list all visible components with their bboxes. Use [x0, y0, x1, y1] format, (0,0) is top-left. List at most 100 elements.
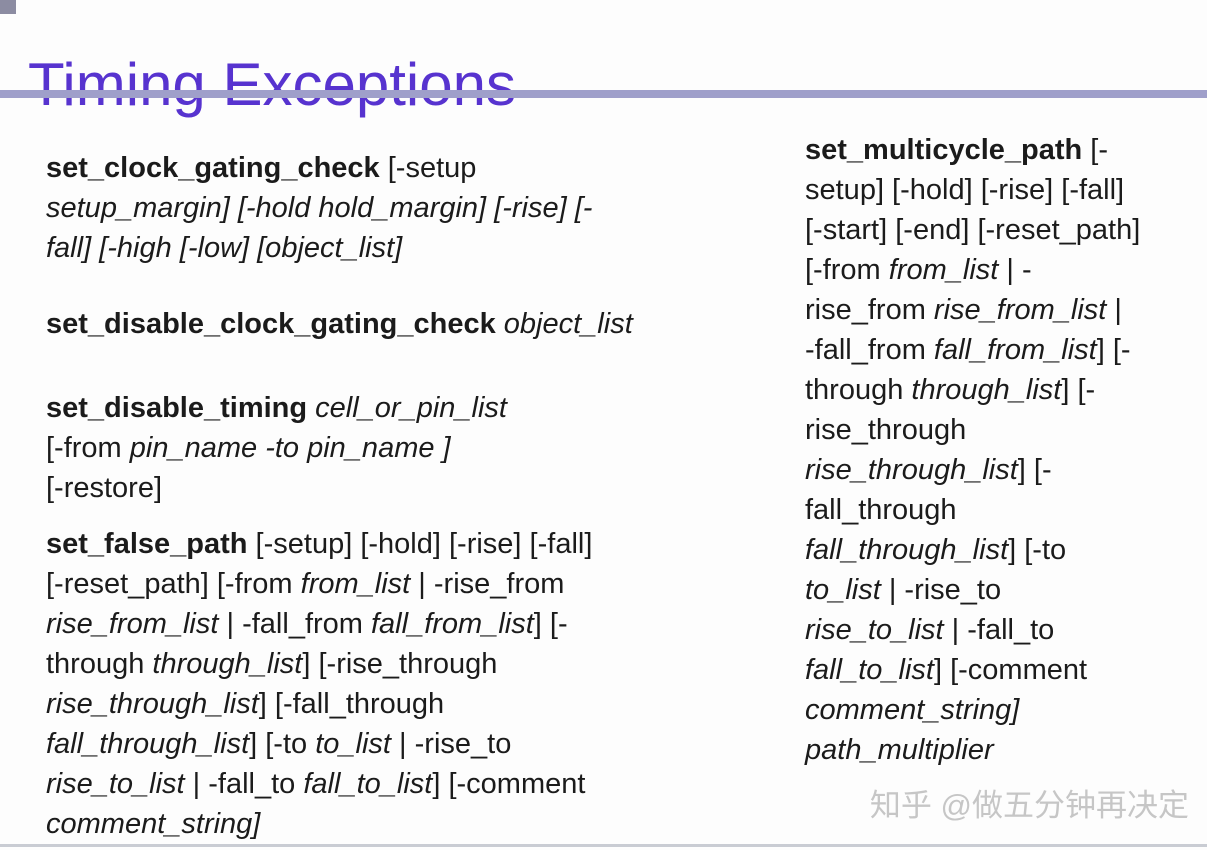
- option-text: -fall_from: [805, 334, 934, 366]
- command-name: set_disable_timing: [46, 392, 308, 424]
- option-text: [496, 308, 504, 340]
- syntax-line: rise_through_list] [-fall_through: [46, 684, 756, 724]
- option-text: [-setup: [379, 152, 477, 184]
- argument-placeholder: rise_through_list: [46, 688, 259, 720]
- argument-placeholder: fall_to_list: [805, 654, 934, 686]
- argument-placeholder: path_multiplier: [805, 734, 994, 766]
- argument-placeholder: fall_through_list: [805, 534, 1009, 566]
- syntax-line: [-from from_list | -: [805, 250, 1205, 290]
- syntax-line: to_list | -rise_to: [805, 570, 1205, 610]
- argument-placeholder: to_list: [315, 728, 391, 760]
- syntax-line: set_multicycle_path [-: [805, 130, 1205, 170]
- argument-placeholder: comment_string]: [805, 694, 1020, 726]
- syntax-block-set_clock_gating_check: set_clock_gating_check [-setup setup_marg…: [46, 148, 756, 268]
- syntax-line: set_clock_gating_check [-setup: [46, 148, 756, 188]
- watermark: 知乎 @做五分钟再决定: [869, 788, 1189, 823]
- argument-placeholder: rise_from_list: [46, 608, 219, 640]
- syntax-line: [-start] [-end] [-reset_path]: [805, 210, 1205, 250]
- argument-placeholder: object_list: [503, 308, 633, 340]
- corner-accent-square: [0, 0, 16, 14]
- option-text: ] [-rise_through: [302, 648, 498, 680]
- argument-placeholder: fall] [-high [-low] [object_list]: [46, 232, 403, 264]
- option-text: | -rise_from: [410, 568, 565, 600]
- syntax-line: set_disable_clock_gating_check object_li…: [46, 304, 756, 344]
- syntax-block-set_false_path: set_false_path [-setup] [-hold] [-rise] …: [46, 524, 756, 844]
- syntax-line: path_multiplier: [805, 730, 1205, 770]
- option-text: ] [-comment: [432, 768, 586, 800]
- syntax-line: comment_string]: [46, 804, 756, 844]
- syntax-line: through through_list] [-: [805, 370, 1205, 410]
- syntax-line: [-reset_path] [-from from_list | -rise_f…: [46, 564, 756, 604]
- left-column: set_clock_gating_check [-setup setup_marg…: [46, 148, 756, 844]
- syntax-line: rise_to_list | -fall_to fall_to_list] [-…: [46, 764, 756, 804]
- argument-placeholder: fall_from_list: [371, 608, 534, 640]
- argument-placeholder: from_list: [300, 568, 411, 600]
- syntax-line: rise_through: [805, 410, 1205, 450]
- argument-placeholder: rise_to_list: [805, 614, 944, 646]
- argument-placeholder: rise_through_list: [805, 454, 1018, 486]
- syntax-line: set_false_path [-setup] [-hold] [-rise] …: [46, 524, 756, 564]
- argument-placeholder: fall_to_list: [303, 768, 433, 800]
- syntax-line: -fall_from fall_from_list] [-: [805, 330, 1205, 370]
- option-text: [-reset_path] [-from: [46, 568, 301, 600]
- argument-placeholder: pin_name -to pin_name ]: [129, 432, 451, 464]
- argument-placeholder: setup_margin] [-hold hold_margin] [-rise…: [46, 192, 593, 224]
- option-text: ] [-: [533, 608, 568, 640]
- option-text: ] [-: [1017, 454, 1052, 486]
- syntax-line: fall_to_list] [-comment: [805, 650, 1205, 690]
- argument-placeholder: through_list: [911, 374, 1062, 406]
- argument-placeholder: comment_string]: [46, 808, 261, 840]
- syntax-line: fall_through_list] [-to to_list | -rise_…: [46, 724, 756, 764]
- syntax-block-set_disable_clock_gating_check: set_disable_clock_gating_check object_li…: [46, 304, 756, 344]
- option-text: | -fall_to: [943, 614, 1055, 646]
- argument-placeholder: cell_or_pin_list: [315, 392, 507, 424]
- option-text: [307, 392, 315, 424]
- syntax-line: rise_from rise_from_list |: [805, 290, 1205, 330]
- option-text: | -fall_to: [184, 768, 304, 800]
- option-text: [-start] [-end] [-reset_path]: [805, 214, 1141, 246]
- syntax-line: comment_string]: [805, 690, 1205, 730]
- option-text: rise_from: [805, 294, 934, 326]
- syntax-line: [-restore]: [46, 468, 756, 508]
- syntax-block-set_disable_timing: set_disable_timing cell_or_pin_list [-fro…: [46, 388, 756, 508]
- title-underline-rule: [0, 90, 1207, 98]
- argument-placeholder: from_list: [888, 254, 999, 286]
- syntax-line: setup] [-hold] [-rise] [-fall]: [805, 170, 1205, 210]
- option-text: through: [46, 648, 153, 680]
- argument-placeholder: to_list: [805, 574, 881, 606]
- option-text: fall_through: [805, 494, 957, 526]
- option-text: [-setup] [-hold] [-rise] [-fall]: [247, 528, 593, 560]
- option-text: ] [-comment: [933, 654, 1088, 686]
- option-text: [-from: [805, 254, 889, 286]
- option-text: ] [-: [1061, 374, 1096, 406]
- command-name: set_clock_gating_check: [46, 152, 380, 184]
- argument-placeholder: rise_from_list: [933, 294, 1107, 326]
- command-name: set_disable_clock_gating_check: [46, 308, 496, 340]
- option-text: ] [-to: [249, 728, 316, 760]
- command-name: set_false_path: [46, 528, 248, 560]
- option-text: ] [-: [1096, 334, 1131, 366]
- option-text: | -: [998, 254, 1032, 286]
- syntax-line: fall_through_list] [-to: [805, 530, 1205, 570]
- right-column: set_multicycle_path [- setup] [-hold] [-r…: [805, 130, 1205, 770]
- syntax-block-set_multicycle_path: set_multicycle_path [- setup] [-hold] [-r…: [805, 130, 1205, 770]
- syntax-line: [-from pin_name -to pin_name ]: [46, 428, 756, 468]
- command-name: set_multicycle_path: [805, 134, 1083, 166]
- option-text: [-restore]: [46, 472, 163, 504]
- option-text: rise_through: [805, 414, 967, 446]
- option-text: [-from: [46, 432, 130, 464]
- option-text: | -rise_to: [390, 728, 512, 760]
- argument-placeholder: fall_through_list: [46, 728, 250, 760]
- option-text: ] [-fall_through: [258, 688, 445, 720]
- bottom-border-rule: [0, 844, 1207, 847]
- syntax-line: fall] [-high [-low] [object_list]: [46, 228, 756, 268]
- argument-placeholder: fall_from_list: [933, 334, 1097, 366]
- syntax-line: rise_from_list | -fall_from fall_from_li…: [46, 604, 756, 644]
- option-text: |: [1106, 294, 1122, 326]
- syntax-line: fall_through: [805, 490, 1205, 530]
- option-text: setup] [-hold] [-rise] [-fall]: [805, 174, 1125, 206]
- syntax-line: rise_to_list | -fall_to: [805, 610, 1205, 650]
- syntax-line: rise_through_list] [-: [805, 450, 1205, 490]
- argument-placeholder: rise_to_list: [46, 768, 185, 800]
- option-text: | -fall_from: [218, 608, 371, 640]
